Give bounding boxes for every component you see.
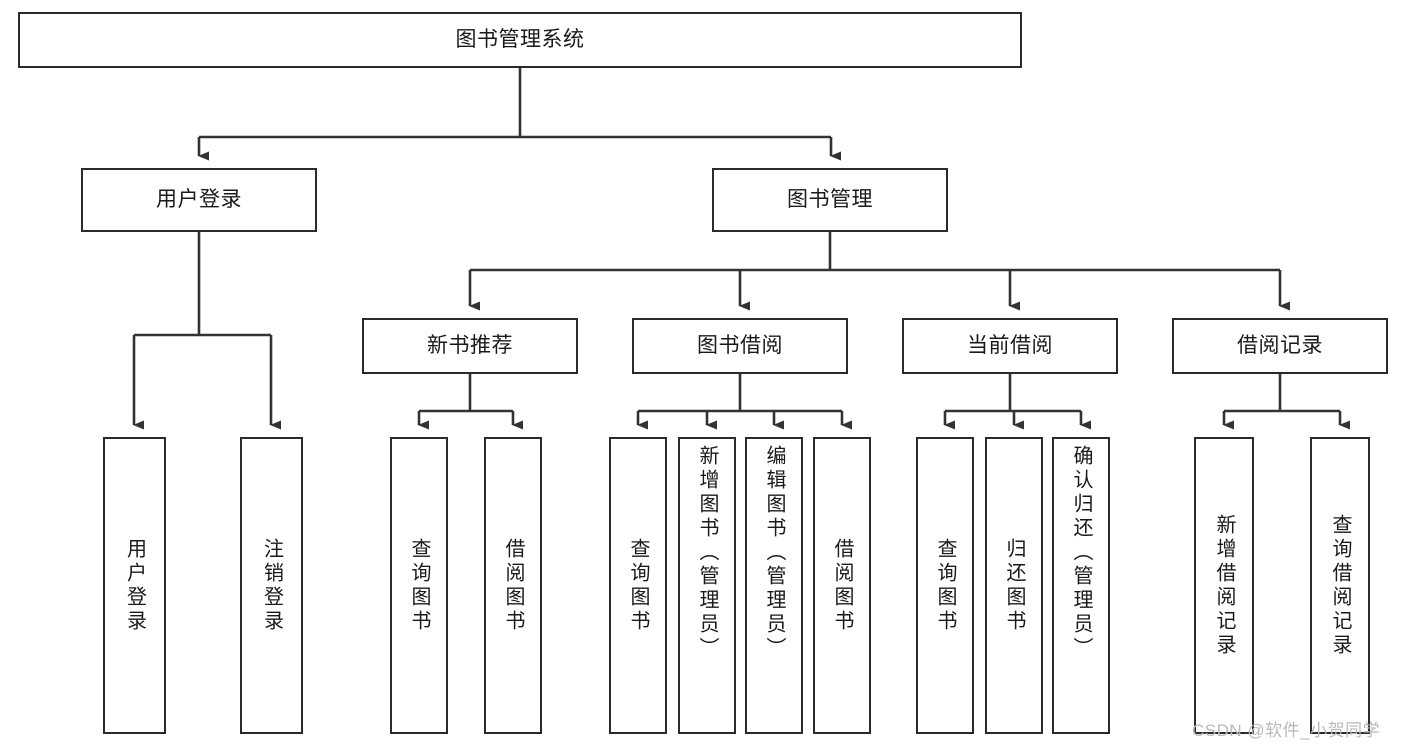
leaf-br-query-record[interactable]: 查询借阅记录 — [1310, 437, 1370, 734]
leaf-bb-edit-book-admin-label: 编辑图书（管理员） — [763, 445, 785, 661]
node-root-label: 图书管理系统 — [455, 27, 585, 51]
node-current-borrow-label: 当前借阅 — [967, 333, 1053, 357]
node-new-book-recommend[interactable]: 新书推荐 — [362, 318, 578, 374]
leaf-bb-add-book-admin[interactable]: 新增图书（管理员） — [678, 437, 736, 734]
node-book-management-label: 图书管理 — [787, 187, 873, 211]
leaf-nbr-query-book[interactable]: 查询图书 — [390, 437, 448, 734]
leaf-cb-confirm-return-admin[interactable]: 确认归还（管理员） — [1052, 437, 1110, 734]
leaf-bb-borrow-book[interactable]: 借阅图书 — [813, 437, 871, 734]
node-user-login-label: 用户登录 — [156, 187, 242, 211]
leaf-br-add-record[interactable]: 新增借阅记录 — [1194, 437, 1254, 734]
leaf-bb-borrow-book-label: 借阅图书 — [831, 537, 853, 634]
leaf-br-query-record-label: 查询借阅记录 — [1329, 513, 1351, 658]
leaf-logout[interactable]: 注销登录 — [240, 437, 303, 734]
leaf-user-login[interactable]: 用户登录 — [103, 437, 166, 734]
node-root[interactable]: 图书管理系统 — [18, 12, 1022, 68]
leaf-bb-query-book-label: 查询图书 — [627, 537, 649, 634]
leaf-bb-query-book[interactable]: 查询图书 — [609, 437, 667, 734]
node-book-borrow-label: 图书借阅 — [697, 333, 783, 357]
leaf-br-add-record-label: 新增借阅记录 — [1213, 513, 1235, 658]
node-current-borrow[interactable]: 当前借阅 — [902, 318, 1118, 374]
node-new-book-recommend-label: 新书推荐 — [427, 333, 513, 357]
leaf-cb-return-book[interactable]: 归还图书 — [985, 437, 1043, 734]
leaf-nbr-query-book-label: 查询图书 — [408, 537, 430, 634]
leaf-cb-return-book-label: 归还图书 — [1003, 537, 1025, 634]
leaf-nbr-borrow-book-label: 借阅图书 — [502, 537, 524, 634]
leaf-cb-query-book-label: 查询图书 — [934, 537, 956, 634]
leaf-user-login-label: 用户登录 — [123, 537, 146, 634]
leaf-bb-edit-book-admin[interactable]: 编辑图书（管理员） — [745, 437, 803, 734]
leaf-bb-add-book-admin-label: 新增图书（管理员） — [696, 445, 718, 661]
leaf-cb-confirm-return-admin-label: 确认归还（管理员） — [1070, 445, 1092, 661]
leaf-nbr-borrow-book[interactable]: 借阅图书 — [484, 437, 542, 734]
leaf-cb-query-book[interactable]: 查询图书 — [916, 437, 974, 734]
node-book-borrow[interactable]: 图书借阅 — [632, 318, 848, 374]
node-user-login[interactable]: 用户登录 — [81, 168, 317, 232]
node-borrow-record-label: 借阅记录 — [1237, 333, 1323, 357]
node-borrow-record[interactable]: 借阅记录 — [1172, 318, 1388, 374]
leaf-logout-label: 注销登录 — [260, 537, 283, 634]
node-book-management[interactable]: 图书管理 — [712, 168, 948, 232]
